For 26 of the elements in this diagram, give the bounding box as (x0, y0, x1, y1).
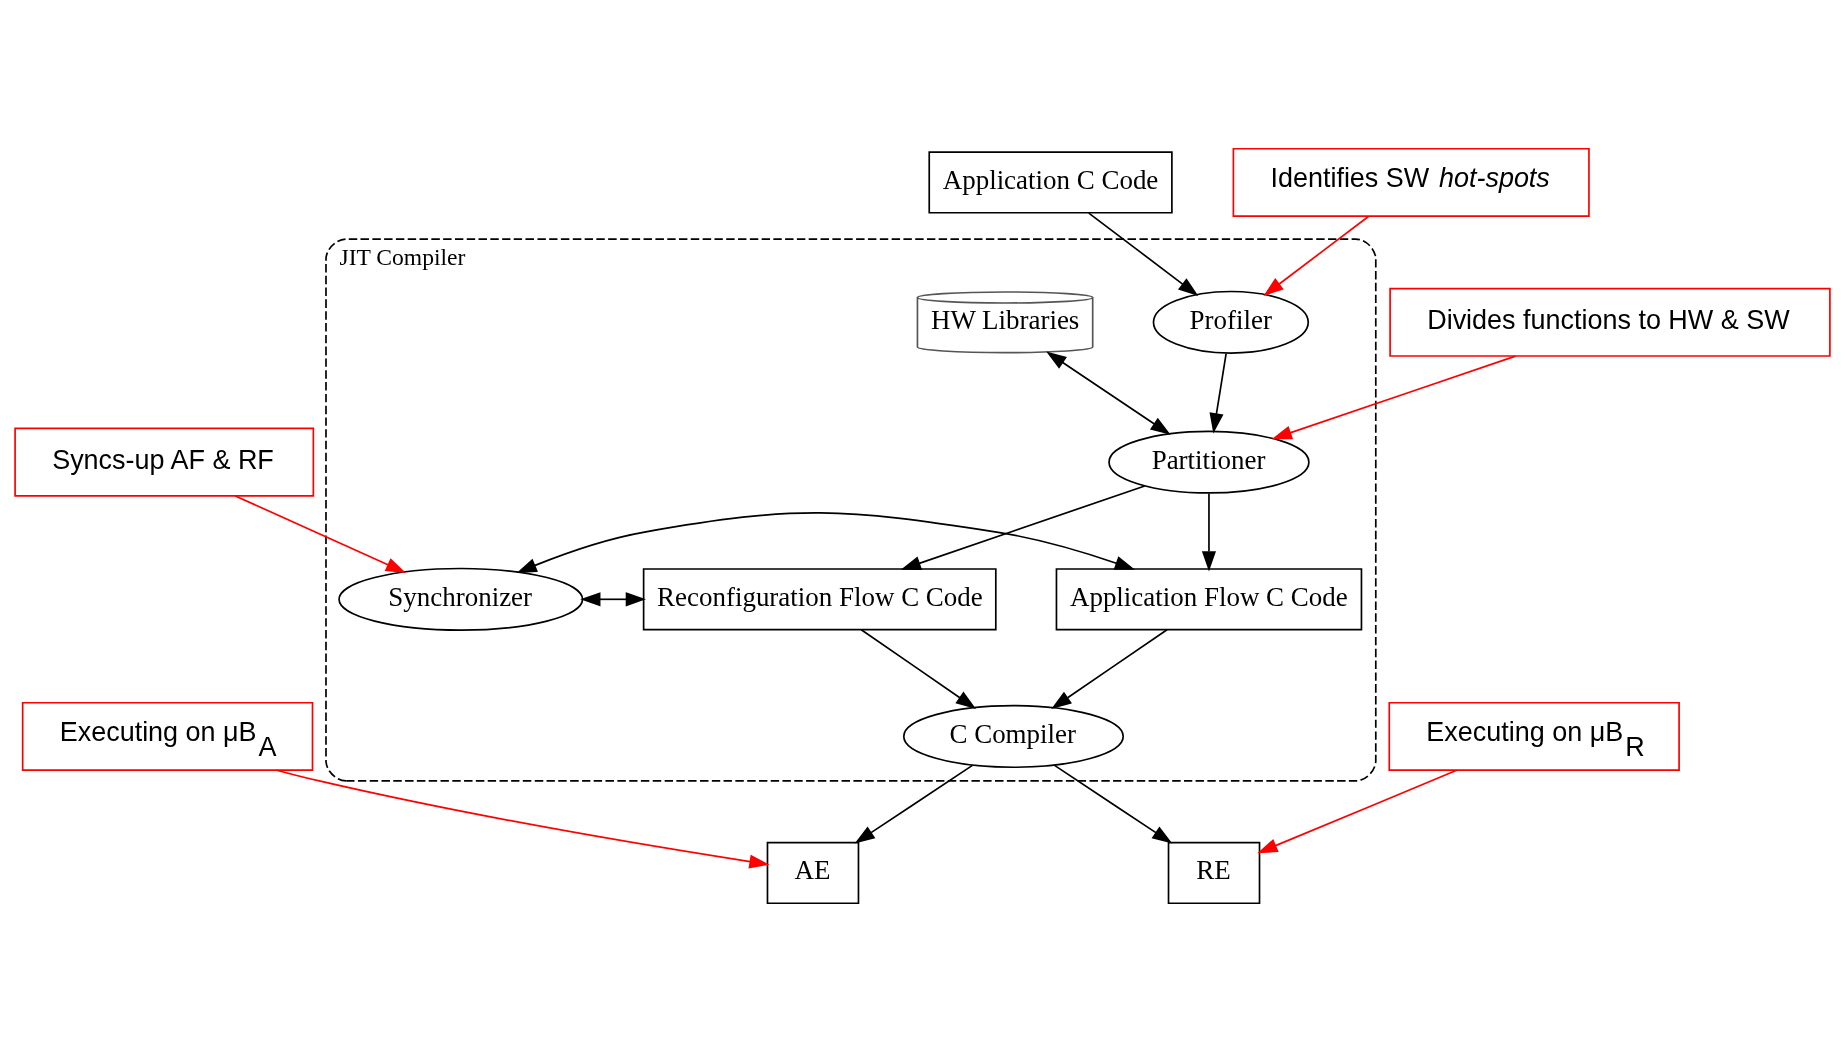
arrow (1257, 769, 1458, 853)
arrow (275, 768, 770, 869)
node-ellipse: Profiler (1152, 290, 1310, 354)
arrow (1263, 215, 1370, 296)
arrow (1201, 492, 1217, 571)
node-ellipse: Partitioner (1108, 430, 1310, 494)
arrow (1046, 351, 1171, 435)
arrow (1209, 352, 1227, 433)
arrow (580, 591, 646, 606)
arrow (1051, 628, 1168, 709)
arrow (900, 484, 1146, 570)
node-box: RE (1167, 841, 1261, 904)
arrow (1053, 764, 1173, 844)
node-box: Syncs-up AF & RF (14, 427, 315, 497)
node-box: Divides functions to HW & SW (1389, 287, 1831, 357)
node-ellipse: C Compiler (902, 704, 1125, 768)
arrow (1271, 354, 1517, 439)
node-box: Identifies SW hot-spots (1232, 147, 1590, 217)
node-box: Application Flow C Code (1055, 567, 1363, 630)
node-box: Application C Code (928, 150, 1173, 214)
node-ellipse: Synchronizer (338, 567, 584, 631)
node-box: Reconfiguration Flow C Code (642, 567, 997, 630)
arrow (516, 511, 1136, 573)
arrow (860, 628, 977, 709)
arrow (234, 494, 407, 573)
node-box: AE (766, 841, 860, 904)
